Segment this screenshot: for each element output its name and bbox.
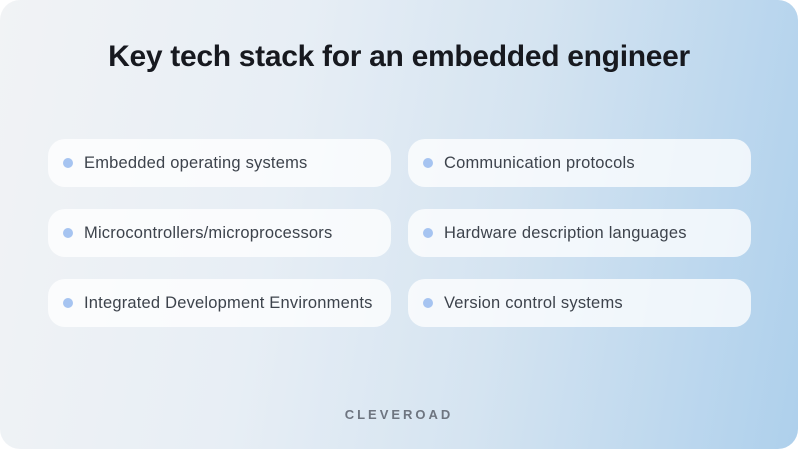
card-integrated-development-environments: Integrated Development Environments [48,279,391,327]
card-label: Embedded operating systems [84,153,308,172]
page-title: Key tech stack for an embedded engineer [108,40,690,73]
card-label: Hardware description languages [444,223,687,242]
card-label: Integrated Development Environments [84,293,373,312]
bullet-icon [63,298,73,308]
bullet-icon [423,158,433,168]
cleveroad-logo: CLEVEROAD [344,407,454,422]
card-hardware-description-languages: Hardware description languages [408,209,751,257]
tech-stack-grid: Embedded operating systems Communication… [48,139,751,327]
card-label: Communication protocols [444,153,635,172]
bullet-icon [63,158,73,168]
bullet-icon [63,228,73,238]
bullet-icon [423,228,433,238]
card-label: Version control systems [444,293,623,312]
card-version-control-systems: Version control systems [408,279,751,327]
card-label: Microcontrollers/microprocessors [84,223,333,242]
card-communication-protocols: Communication protocols [408,139,751,187]
card-microcontrollers-microprocessors: Microcontrollers/microprocessors [48,209,391,257]
bullet-icon [423,298,433,308]
card-embedded-operating-systems: Embedded operating systems [48,139,391,187]
